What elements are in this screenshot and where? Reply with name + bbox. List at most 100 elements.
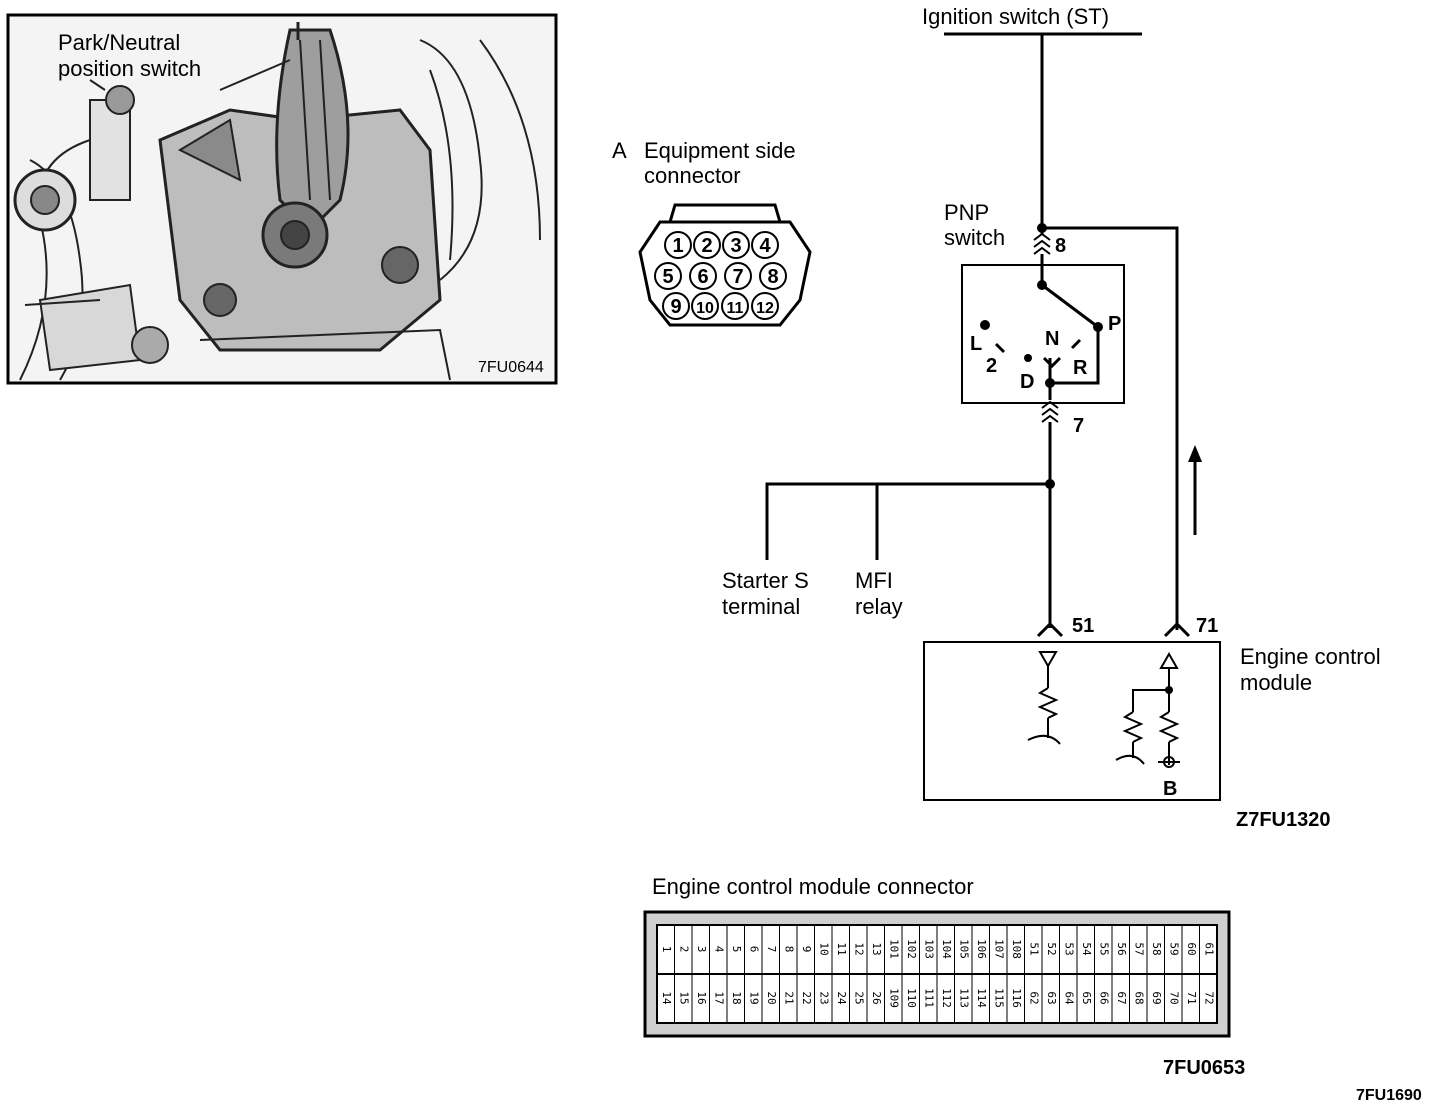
ecm-pin-number: 9 (800, 946, 813, 953)
svg-text:1: 1 (672, 235, 683, 257)
svg-text:6: 6 (697, 266, 708, 288)
ecm-pin-number: 58 (1150, 942, 1163, 955)
ecm-pin-number: 54 (1080, 942, 1093, 956)
ground-b-label: B (1163, 778, 1177, 800)
ecm-pin-number: 7 (765, 946, 778, 953)
connector-pin: 12 (751, 292, 779, 320)
pin-71-label: 71 (1196, 615, 1218, 637)
ecm-pin-number: 72 (1202, 991, 1215, 1004)
ecm-pin-number: 115 (992, 988, 1005, 1008)
svg-text:5: 5 (662, 266, 673, 288)
ecm-pin-number: 19 (747, 991, 760, 1004)
ecm-pin-number: 110 (905, 988, 918, 1008)
svg-text:2: 2 (701, 235, 712, 257)
ecm-label-line2: module (1240, 670, 1312, 695)
ecm-connector-code: 7FU0653 (1163, 1057, 1245, 1079)
connector-pin: 2 (693, 231, 721, 259)
ecm-connector-title: Engine control module connector (652, 874, 974, 899)
connector-pin: 4 (751, 231, 779, 259)
photo-title-line2: position switch (58, 56, 201, 81)
ecm-pin-number: 104 (940, 939, 953, 959)
equipment-side-connector: A Equipment side connector 1 2 3 4 5 6 7… (612, 138, 812, 327)
ecm-pin-number: 26 (870, 991, 883, 1004)
ecm-pin-number: 59 (1167, 942, 1180, 955)
pnp-switch-circuit: Ignition switch (ST) 8 PNP switch P L 2 … (722, 4, 1381, 831)
ecm-pin-number: 61 (1202, 942, 1215, 955)
position-d-label: D (1020, 371, 1034, 393)
ecm-connector-diagram: Engine control module connector 11421531… (643, 874, 1245, 1079)
ecm-pin-number: 17 (712, 991, 725, 1004)
connector-pin: 10 (691, 292, 719, 320)
ecm-pin-number: 69 (1150, 991, 1163, 1004)
ecm-pin-number: 21 (782, 991, 795, 1004)
connector-pin: 9 (662, 292, 690, 320)
ecm-pin-number: 62 (1027, 991, 1040, 1004)
ignition-switch-label: Ignition switch (ST) (922, 4, 1109, 29)
pnp-label-line2: switch (944, 225, 1005, 250)
photo-panel: Park/Neutral position switch 7FU0644 (6, 13, 558, 385)
svg-text:8: 8 (767, 266, 778, 288)
ecm-pin-number: 25 (852, 991, 865, 1004)
ecm-pin-number: 1 (660, 946, 673, 953)
connector-pin: 7 (724, 262, 752, 290)
ecm-pin-number: 101 (887, 939, 900, 959)
ecm-pin-number: 64 (1062, 991, 1075, 1005)
ecm-pin-number: 112 (940, 988, 953, 1008)
ecm-pin-number: 24 (835, 991, 848, 1005)
svg-text:12: 12 (756, 300, 774, 317)
ecm-pin-number: 55 (1097, 942, 1110, 955)
ecm-pin-number: 23 (817, 991, 830, 1004)
pin-51-label: 51 (1072, 615, 1094, 637)
ecm-pin-number: 65 (1080, 991, 1093, 1004)
ecm-label-line1: Engine control (1240, 644, 1381, 669)
ecm-pin-number: 8 (782, 946, 795, 953)
svg-text:9: 9 (670, 296, 681, 318)
ecm-pin-number: 107 (992, 939, 1005, 959)
ecm-pin-number: 113 (957, 988, 970, 1008)
svg-text:4: 4 (759, 235, 771, 257)
ecm-pin-number: 11 (835, 942, 848, 955)
park-neutral-switch-illustration (13, 22, 541, 381)
connector-a-pins: 1 2 3 4 5 6 7 8 9 10 11 12 (654, 231, 787, 320)
position-p-label: P (1108, 313, 1121, 335)
ecm-pin-number: 57 (1132, 942, 1145, 955)
position-l-label: L (970, 333, 982, 355)
ecm-pin-number: 71 (1185, 991, 1198, 1004)
ecm-pin-number: 10 (817, 942, 830, 955)
svg-text:10: 10 (696, 300, 714, 317)
position-n-label: N (1045, 328, 1059, 350)
ecm-pin-number: 5 (730, 946, 743, 953)
svg-text:7: 7 (732, 266, 743, 288)
svg-text:3: 3 (730, 235, 741, 257)
ecm-pin-number: 12 (852, 942, 865, 955)
photo-title-line1: Park/Neutral (58, 30, 180, 55)
ecm-pin-number: 114 (975, 988, 988, 1008)
circuit-code: Z7FU1320 (1236, 809, 1331, 831)
connector-pin: 11 (721, 292, 749, 320)
starter-label-line1: Starter S (722, 568, 809, 593)
pin-8-label: 8 (1055, 235, 1066, 257)
ecm-pin-number: 14 (660, 991, 673, 1005)
connector-pin: 1 (664, 231, 692, 259)
position-2-label: 2 (986, 355, 997, 377)
ecm-connector-cells: 1142153164175186197208219221023112412251… (660, 925, 1215, 1023)
svg-text:11: 11 (727, 300, 744, 317)
ecm-pin-number: 6 (747, 946, 760, 953)
ecm-pin-number: 67 (1115, 991, 1128, 1004)
ecm-pin-number: 68 (1132, 991, 1145, 1004)
ecm-pin-number: 111 (922, 988, 935, 1008)
ecm-pin-number: 13 (870, 942, 883, 955)
ecm-box (923, 641, 1221, 801)
ecm-pin-number: 22 (800, 991, 813, 1004)
ecm-pin-number: 66 (1097, 991, 1110, 1004)
ecm-pin-number: 108 (1010, 939, 1023, 959)
connector-a-title-line1: Equipment side (644, 138, 796, 163)
ecm-pin-number: 18 (730, 991, 743, 1004)
ecm-pin-number: 106 (975, 939, 988, 959)
ecm-pin-number: 3 (695, 946, 708, 953)
position-r-label: R (1073, 357, 1088, 379)
connector-pin: 8 (759, 262, 787, 290)
connector-pin: 6 (689, 262, 717, 290)
starter-label-line2: terminal (722, 594, 800, 619)
